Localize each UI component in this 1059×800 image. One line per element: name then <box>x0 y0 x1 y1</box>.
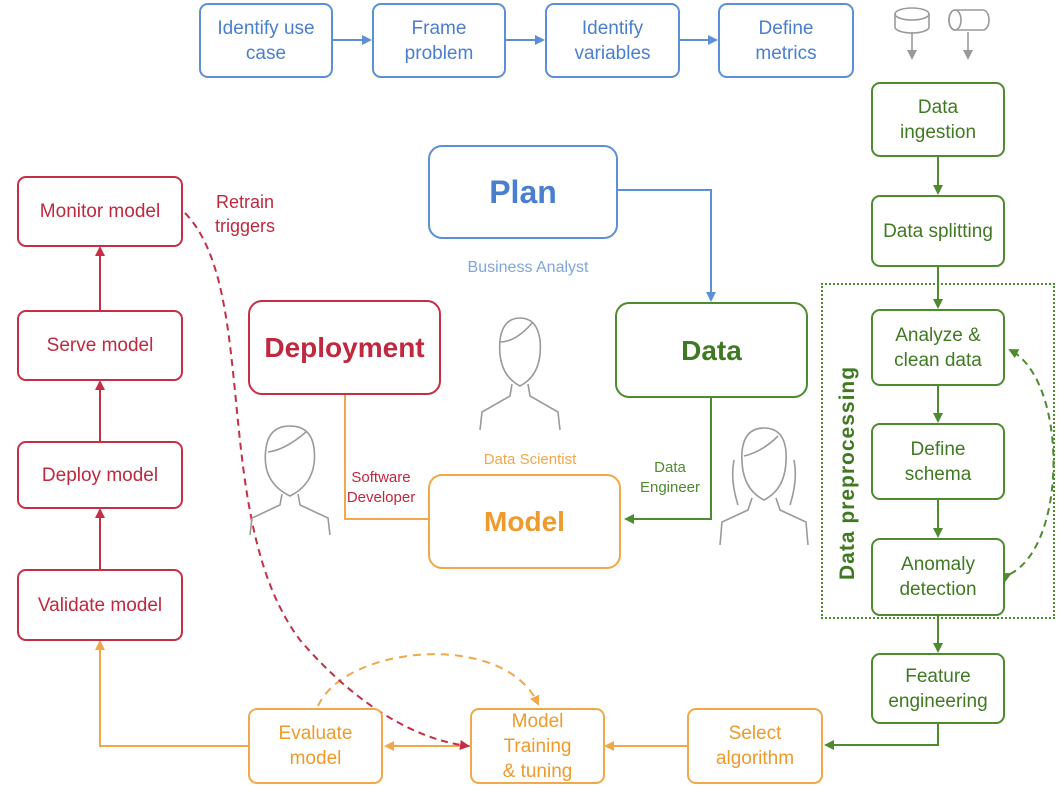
business-analyst-label: Business Analyst <box>467 259 589 276</box>
person-icon <box>479 317 561 431</box>
validate-model-box: Validate model <box>17 569 183 641</box>
data-preprocessing-label: Data preprocessing <box>836 365 859 580</box>
identify-use-case-box: Identify use case <box>199 3 333 78</box>
define-schema-box: Define schema <box>871 423 1005 500</box>
evaluate-model-box: Evaluate model <box>248 708 383 784</box>
person-icon <box>719 427 809 546</box>
analyze-clean-box: Analyze & clean data <box>871 309 1005 386</box>
model-hub: Model <box>428 474 621 569</box>
frame-problem-box: Frame problem <box>372 3 506 78</box>
identify-variables-box: Identify variables <box>545 3 680 78</box>
arrow-plan-to-data <box>616 189 716 302</box>
arrow-evaluate-loop <box>317 653 540 707</box>
retrain-triggers-label: Retrain triggers <box>214 192 276 236</box>
select-algorithm-box: Select algorithm <box>687 708 823 784</box>
feature-engineering-box: Feature engineering <box>871 653 1005 724</box>
data-scientist-label: Data Scientist <box>483 451 577 468</box>
database-icon <box>894 7 930 34</box>
define-metrics-box: Define metrics <box>718 3 854 78</box>
deployment-hub: Deployment <box>248 300 441 395</box>
arrow-retrain-trigger <box>184 212 470 750</box>
monitor-model-box: Monitor model <box>17 176 183 247</box>
model-training-box: Model Training & tuning <box>470 708 605 784</box>
person-icon <box>249 425 331 536</box>
plan-hub: Plan <box>428 145 618 239</box>
arrow-data-to-model <box>624 397 712 524</box>
arrow-feature-to-select <box>824 724 939 750</box>
storage-cylinder-icon <box>948 9 990 31</box>
data-ingestion-box: Data ingestion <box>871 82 1005 157</box>
serve-model-box: Serve model <box>17 310 183 381</box>
data-splitting-box: Data splitting <box>871 195 1005 267</box>
deploy-model-box: Deploy model <box>17 441 183 509</box>
data-hub: Data <box>615 302 808 398</box>
arrow-model-to-deployment <box>340 370 428 520</box>
anomaly-detection-box: Anomaly detection <box>871 538 1005 616</box>
software-developer-label: Software Developer <box>346 469 416 506</box>
data-engineer-label: Data Engineer <box>639 459 701 496</box>
data-preprocessing-group <box>821 283 1055 619</box>
arrow-evaluate-to-validate <box>95 640 248 747</box>
